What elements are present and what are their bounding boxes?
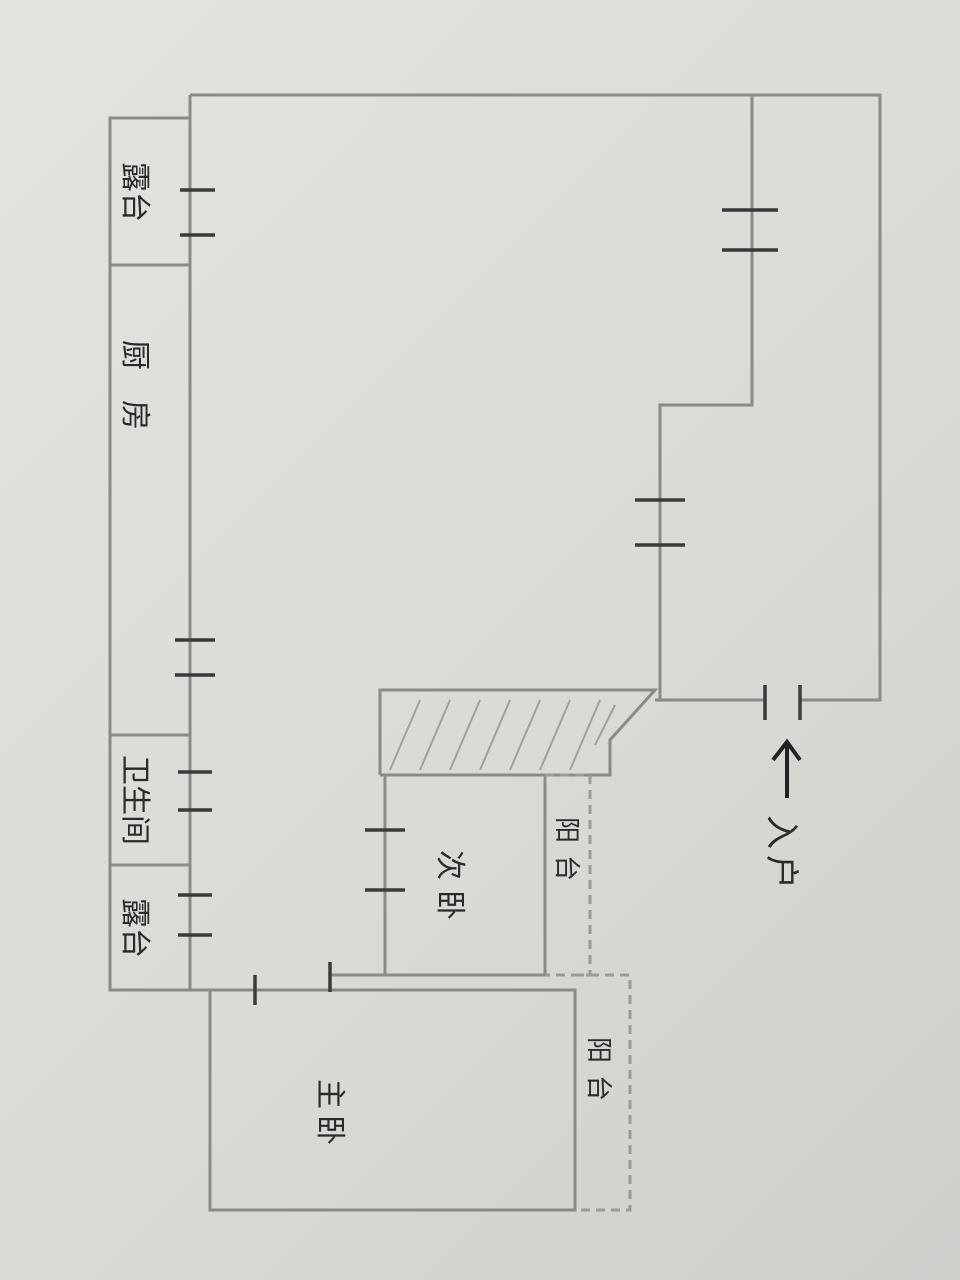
walls — [108, 93, 882, 1212]
entrance-arrow-icon — [771, 738, 802, 798]
label-terrace-bottom: 露台 — [117, 898, 152, 958]
label-bathroom: 卫生间 — [117, 755, 152, 845]
doors — [175, 188, 802, 1005]
label-kitchen: 厨房 — [117, 340, 152, 460]
label-terrace-top: 露台 — [117, 162, 152, 222]
hatched-wall-block — [389, 699, 616, 771]
balconies-dashed — [545, 773, 632, 1212]
room-labels: 露台 厨房 卫生间 露台 次卧 阳台 阳台 主卧 入户 — [117, 162, 801, 1151]
label-balcony-master: 阳台 — [583, 1037, 613, 1113]
label-entrance: 入户 — [761, 815, 801, 895]
label-master-bedroom: 主卧 — [312, 1079, 347, 1151]
label-balcony-second: 阳台 — [551, 817, 581, 893]
label-second-bedroom: 次卧 — [432, 850, 467, 930]
